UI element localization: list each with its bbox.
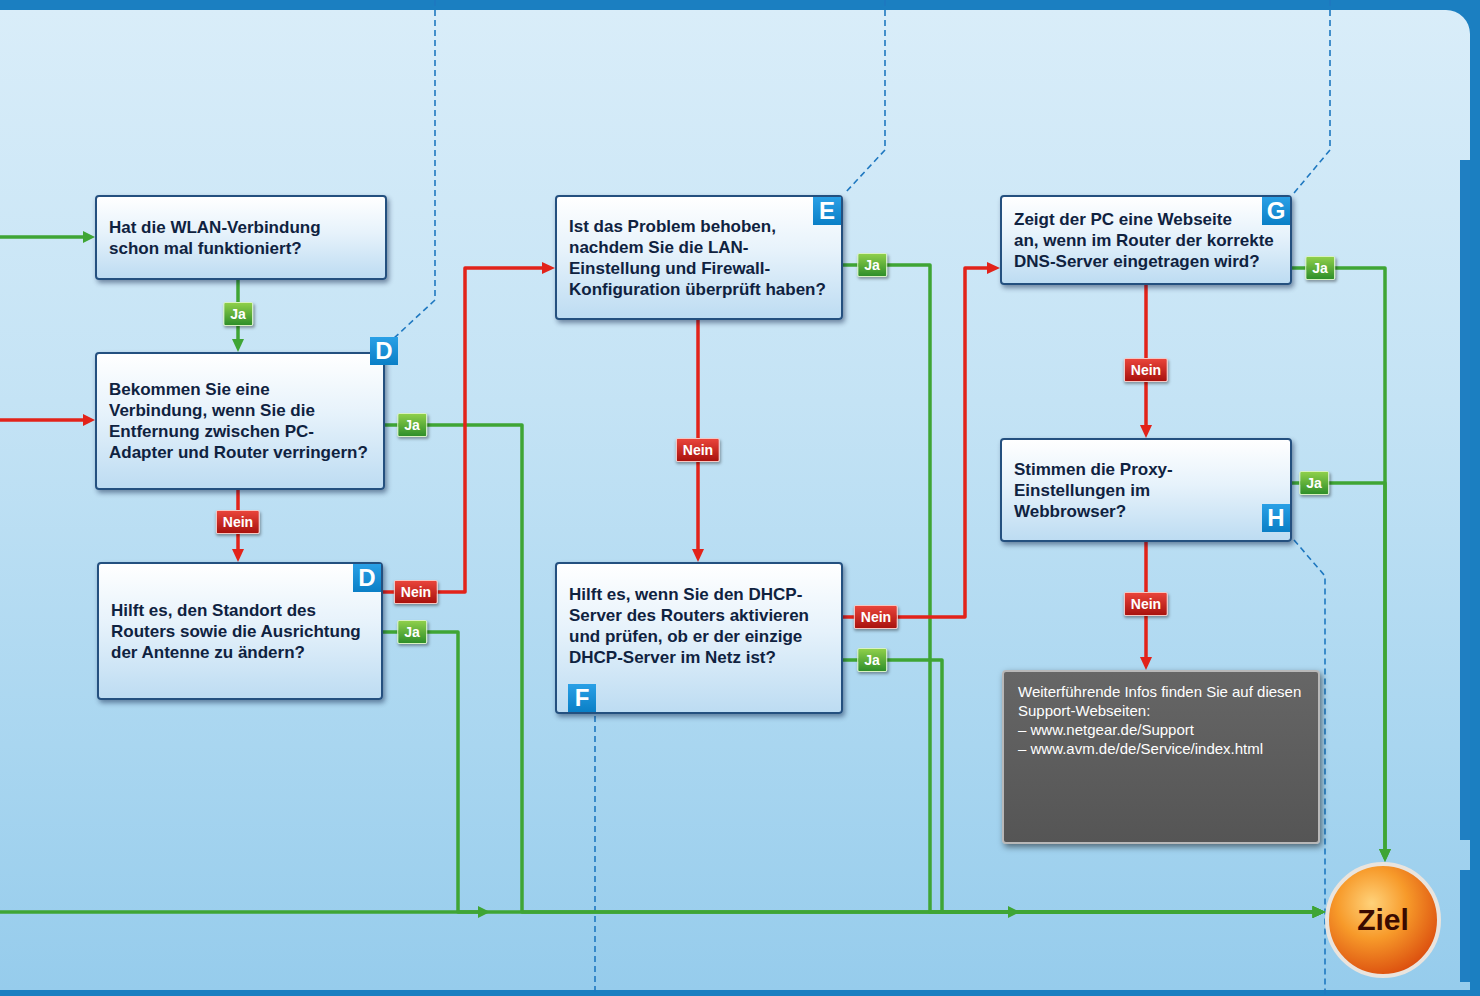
question-text: Stimmen die Proxy-Einstellungen im Webbr… [1014, 459, 1248, 522]
connector-arrowhead [692, 549, 704, 562]
question-box: Zeigt der PC eine Webseite an, wenn im R… [1000, 195, 1292, 285]
question-text: Ist das Problem behoben, nachdem Sie die… [569, 216, 829, 300]
answer-tag: Ja [397, 620, 427, 644]
question-box: Bekommen Sie eine Verbindung, wenn Sie d… [95, 352, 385, 490]
connector [383, 262, 555, 592]
badge-spacer [355, 379, 371, 385]
answer-tag: Nein [854, 605, 898, 629]
section-letter: D [353, 564, 381, 592]
answer-tag: Ja [1299, 471, 1329, 495]
connector-arrowhead [1379, 849, 1391, 862]
answer-tag: Nein [216, 510, 260, 534]
answer-tag: Nein [1124, 592, 1168, 616]
answer-tag: Ja [397, 413, 427, 437]
connector-arrowhead [542, 262, 555, 274]
dashed-guide [392, 0, 435, 340]
question-box: Hat die WLAN-Verbindung schon mal funkti… [95, 195, 387, 280]
incoming-arrowhead [83, 414, 95, 426]
connector [843, 265, 1326, 918]
connector-arrowhead [1313, 906, 1326, 918]
connector-arrowhead [1140, 425, 1152, 438]
question-text: Hilft es, wenn Sie den DHCP-Server des R… [569, 584, 829, 668]
connector-line [1144, 285, 1148, 428]
connector [383, 632, 1326, 918]
info-text: Weiterführende Infos finden Sie auf dies… [1018, 682, 1304, 720]
connector-line [383, 268, 545, 592]
goal-text: Ziel [1357, 903, 1409, 937]
goal-circle-fill [1327, 864, 1439, 976]
connector [843, 262, 1000, 617]
dashed-guide [594, 716, 596, 996]
connector-arrowhead [1313, 906, 1326, 918]
connector [843, 660, 1326, 918]
side-strip [1460, 160, 1470, 840]
section-letter: E [813, 197, 841, 225]
connector-arrowhead [1313, 906, 1326, 918]
incoming-arrowhead [83, 231, 95, 243]
dashed-guide [1294, 0, 1330, 193]
question-text: Hat die WLAN-Verbindung schon mal funkti… [109, 217, 373, 259]
answer-tag: Nein [394, 580, 438, 604]
info-box: Weiterführende Infos finden Sie auf dies… [1002, 670, 1320, 844]
answer-tag: Ja [1305, 256, 1335, 280]
badge-spacer [351, 600, 369, 620]
section-letter: H [1262, 504, 1290, 532]
link-text: – www.netgear.de/Support [1018, 720, 1304, 739]
goal-circle: Ziel [1323, 860, 1443, 980]
question-text: Hilft es, den Standort des Routers sowie… [111, 600, 369, 663]
question-box: Hilft es, wenn Sie den DHCP-Server des R… [555, 562, 843, 714]
section-letter: D [370, 337, 398, 365]
question-box: Ist das Problem behoben, nachdem Sie die… [555, 195, 843, 320]
side-strip [1460, 870, 1470, 982]
answer-tag: Ja [857, 648, 887, 672]
connector-line [696, 320, 700, 552]
connector [385, 425, 1326, 918]
link-text: – www.avm.de/de/Service/index.html [1018, 739, 1304, 758]
incoming-line [0, 910, 479, 914]
connector-arrowhead [1313, 906, 1326, 918]
answer-tag: Nein [1124, 358, 1168, 382]
connector-arrowhead [1379, 849, 1391, 862]
question-box: Stimmen die Proxy-Einstellungen im Webbr… [1000, 438, 1292, 542]
section-letter: G [1262, 197, 1290, 225]
dashed-guide [845, 0, 885, 193]
question-text: Zeigt der PC eine Webseite an, wenn im R… [1014, 209, 1278, 272]
answer-tag: Nein [676, 438, 720, 462]
section-letter: F [568, 684, 596, 712]
incoming-line [0, 418, 84, 422]
answer-tag: Ja [857, 253, 887, 277]
connector-line [843, 268, 990, 617]
connector-arrowhead [1140, 657, 1152, 670]
connector-arrowhead [232, 549, 244, 562]
connector-arrowhead [232, 339, 244, 352]
answer-tag: Ja [223, 302, 253, 326]
question-box: Hilft es, den Standort des Routers sowie… [97, 562, 383, 700]
incoming-line [0, 235, 84, 239]
connector-arrowhead [987, 262, 1000, 274]
question-text: Bekommen Sie eine Verbindung, wenn Sie d… [109, 379, 371, 463]
